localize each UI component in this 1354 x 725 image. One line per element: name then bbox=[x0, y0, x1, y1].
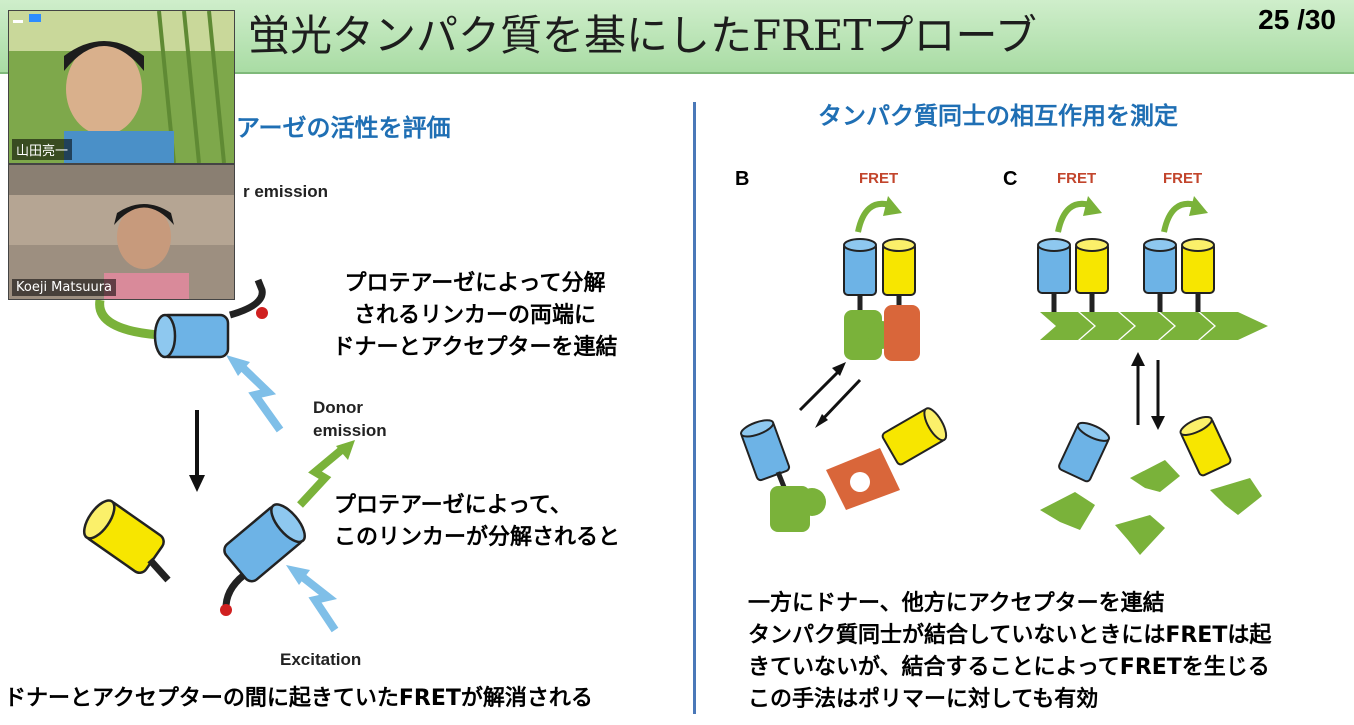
donor-emission-arrow bbox=[297, 443, 348, 508]
polymer-chain bbox=[1040, 312, 1268, 340]
donor-c-free bbox=[1058, 421, 1111, 483]
left-conclusion: ドナーとアクセプターの間に起きていたFRETが解消される bbox=[4, 686, 593, 711]
linker-black bbox=[229, 278, 266, 319]
video-tile-participant2[interactable]: Koeji Matsuura bbox=[8, 164, 235, 300]
donor-b-top bbox=[843, 238, 877, 296]
right-heading: タンパク質同士の相互作用を測定 bbox=[818, 102, 1178, 130]
acceptor-cylinder-bottom bbox=[82, 499, 165, 574]
emission-label-top: r emission bbox=[243, 182, 329, 201]
column-divider bbox=[693, 102, 696, 714]
excitation-arrow-top bbox=[237, 362, 284, 433]
right-explanation: 一方にドナー、他方にアクセプターを連結 タンパク質同士が結合していないときにはF… bbox=[748, 591, 1272, 712]
fret-label-c1: FRET bbox=[1057, 170, 1097, 187]
left-heading: アーゼの活性を評価 bbox=[236, 114, 451, 142]
video-controls[interactable] bbox=[13, 14, 41, 28]
donor-emission-label: Donor emission bbox=[313, 398, 387, 440]
acceptor-b-top bbox=[882, 238, 916, 296]
acceptor-b-bottom bbox=[881, 407, 948, 466]
donor-c1 bbox=[1037, 238, 1071, 294]
donor-c2 bbox=[1143, 238, 1177, 294]
participant1-name: 山田亮一 bbox=[12, 139, 73, 160]
acceptor-c2 bbox=[1181, 238, 1215, 294]
excitation-label: Excitation bbox=[280, 650, 362, 669]
participant2-name: Koeji Matsuura bbox=[12, 279, 117, 296]
protease-explanation: プロテアーゼによって分解 されるリンカーの両端に ドナーとアクセプターを連結 bbox=[332, 271, 618, 360]
minimize-icon[interactable] bbox=[13, 20, 23, 23]
linker-green bbox=[95, 299, 161, 340]
protease-probe-figure bbox=[82, 278, 355, 633]
slide-title: 蛍光タンパク質を基にしたFRETプローブ bbox=[248, 11, 1037, 60]
donor-b-bottom bbox=[740, 419, 791, 482]
video-icon[interactable] bbox=[29, 14, 41, 22]
acceptor-c1 bbox=[1075, 238, 1109, 294]
participant2-video bbox=[9, 165, 234, 299]
donor-cylinder-bottom bbox=[223, 503, 306, 583]
fret-label-b: FRET bbox=[859, 170, 899, 187]
page-number: 25 /30 bbox=[1258, 4, 1336, 35]
acceptor-c-free bbox=[1179, 415, 1232, 477]
polymer-fragments bbox=[1040, 460, 1262, 555]
excitation-arrow-bottom bbox=[297, 571, 339, 633]
video-tile-participant1[interactable]: 山田亮一 bbox=[8, 10, 235, 164]
panel-c-label: C bbox=[1003, 168, 1018, 190]
participant1-video bbox=[9, 11, 234, 163]
cleavage-site bbox=[256, 307, 268, 319]
cleavage-explanation: プロテアーゼによって、 このリンカーが分解されると bbox=[334, 493, 621, 550]
interaction-figure bbox=[740, 196, 1268, 555]
fret-label-c2: FRET bbox=[1163, 170, 1203, 187]
panel-b-label: B bbox=[735, 168, 750, 190]
donor-cylinder-top bbox=[153, 313, 230, 359]
